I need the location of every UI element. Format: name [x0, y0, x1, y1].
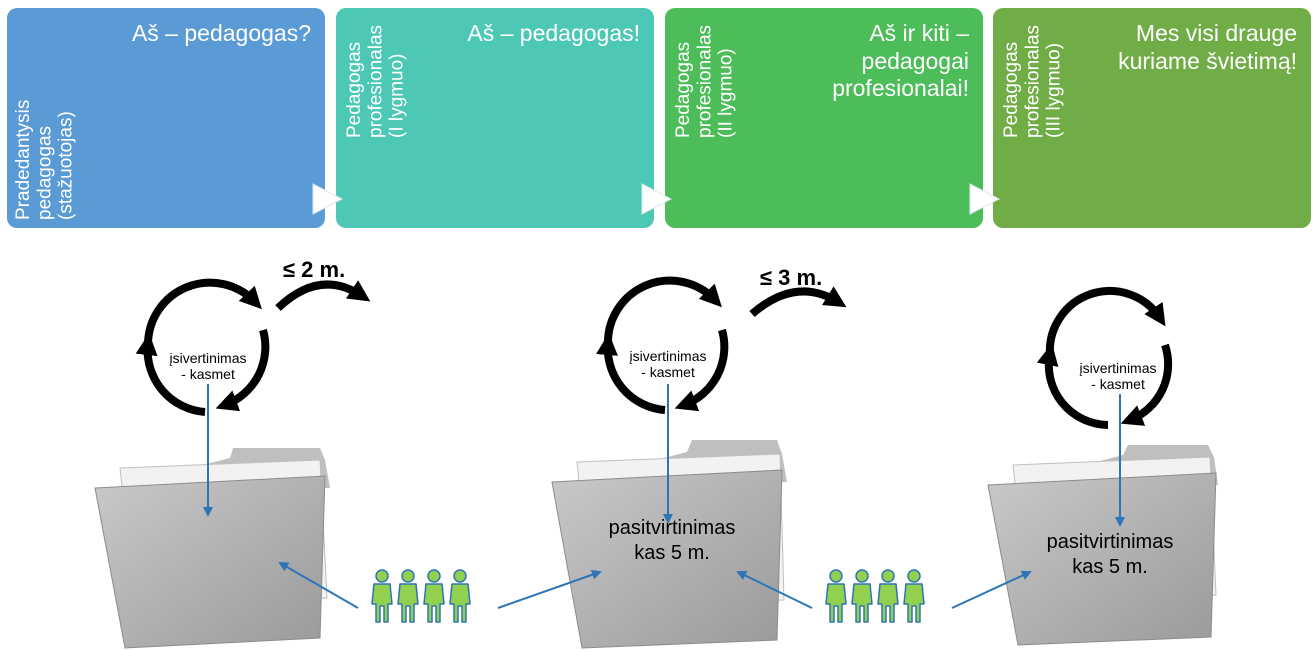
chevron-right-icon — [969, 183, 1001, 215]
diagonal-arrow-icon — [951, 570, 1032, 609]
stage-3-motto: Aš ir kiti – pedagogai profesionalai! — [832, 20, 969, 102]
diagonal-arrow-icon — [278, 562, 359, 609]
folder-icon — [94, 448, 330, 649]
folder-label-2: pasitvirtinimas kas 5 m. — [608, 517, 736, 564]
cycle-arrows-icon — [1036, 287, 1173, 429]
cycle-arrows-icon — [135, 278, 270, 416]
diagonal-arrow-icon — [497, 569, 602, 609]
stage-box-2: Pedagogas profesionalas (I lygmuo) Aš – … — [336, 8, 654, 228]
cycle-label-2: įsivertinimas - kasmet — [629, 348, 707, 381]
duration-label-2: ≤ 3 m. — [760, 265, 823, 290]
folder-label-3: pasitvirtinimas kas 5 m. — [1046, 531, 1174, 578]
stage-1-motto: Aš – pedagogas? — [131, 20, 311, 46]
people-group-icon — [825, 569, 925, 623]
stage-box-1: Pradedantysis pedagogas (stažuotojas) Aš… — [7, 8, 325, 228]
stage-4-motto: Mes visi drauge kuriame švietimą! — [1118, 20, 1297, 74]
people-group-icon — [371, 569, 471, 623]
folder-icon — [987, 445, 1218, 646]
forward-arrow-icon — [749, 286, 847, 318]
cycle-arrows-icon — [596, 276, 729, 414]
duration-label-1: ≤ 2 m. — [283, 257, 346, 282]
cycle-label-1: įsivertinimas - kasmet — [169, 350, 247, 383]
cycle-label-3: įsivertinimas - kasmet — [1079, 360, 1157, 393]
diagonal-arrow-icon — [736, 571, 813, 609]
chevron-right-icon — [641, 183, 673, 215]
stage-box-4: Pedagogas profesionalas (III lygmuo) Mes… — [993, 8, 1311, 228]
chevron-right-icon — [312, 183, 344, 215]
stage-2-motto: Aš – pedagogas! — [467, 20, 640, 46]
forward-arrow-icon — [275, 280, 371, 311]
stage-box-3: Pedagogas profesionalas (II lygmuo) Aš i… — [665, 8, 983, 228]
folder-icon — [551, 440, 787, 649]
